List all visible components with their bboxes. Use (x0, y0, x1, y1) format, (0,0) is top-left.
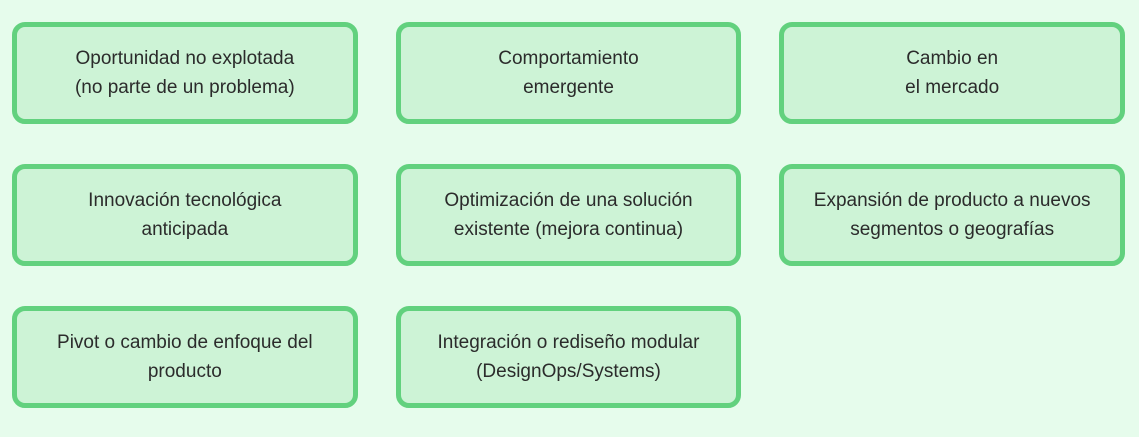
card-label: Comportamiento emergente (498, 47, 639, 98)
card-label: Cambio en el mercado (905, 47, 1000, 98)
card-label: Integración o rediseño modular (DesignOp… (437, 331, 700, 382)
card-innovacion-tecnologica[interactable]: Innovación tecnológica anticipada (12, 164, 358, 266)
card-label: Pivot o cambio de enfoque del producto (57, 331, 313, 382)
card-label: Expansión de producto a nuevos segmentos… (813, 189, 1091, 240)
card-comportamiento-emergente[interactable]: Comportamiento emergente (395, 22, 742, 124)
card-label: Oportunidad no explotada (no parte de un… (74, 47, 295, 98)
card-label: Innovación tecnológica anticipada (88, 189, 282, 240)
card-oportunidad-no-explotada[interactable]: Oportunidad no explotada (no parte de un… (12, 22, 358, 124)
card-integracion-rediseno[interactable]: Integración o rediseño modular (DesignOp… (395, 306, 742, 408)
card-label: Optimización de una solución existente (… (444, 189, 693, 240)
card-cambio-en-el-mercado[interactable]: Cambio en el mercado (779, 22, 1125, 124)
card-optimizacion-solucion[interactable]: Optimización de una solución existente (… (395, 164, 742, 266)
card-expansion-producto[interactable]: Expansión de producto a nuevos segmentos… (779, 164, 1125, 266)
card-pivot-enfoque[interactable]: Pivot o cambio de enfoque del producto (12, 306, 358, 408)
